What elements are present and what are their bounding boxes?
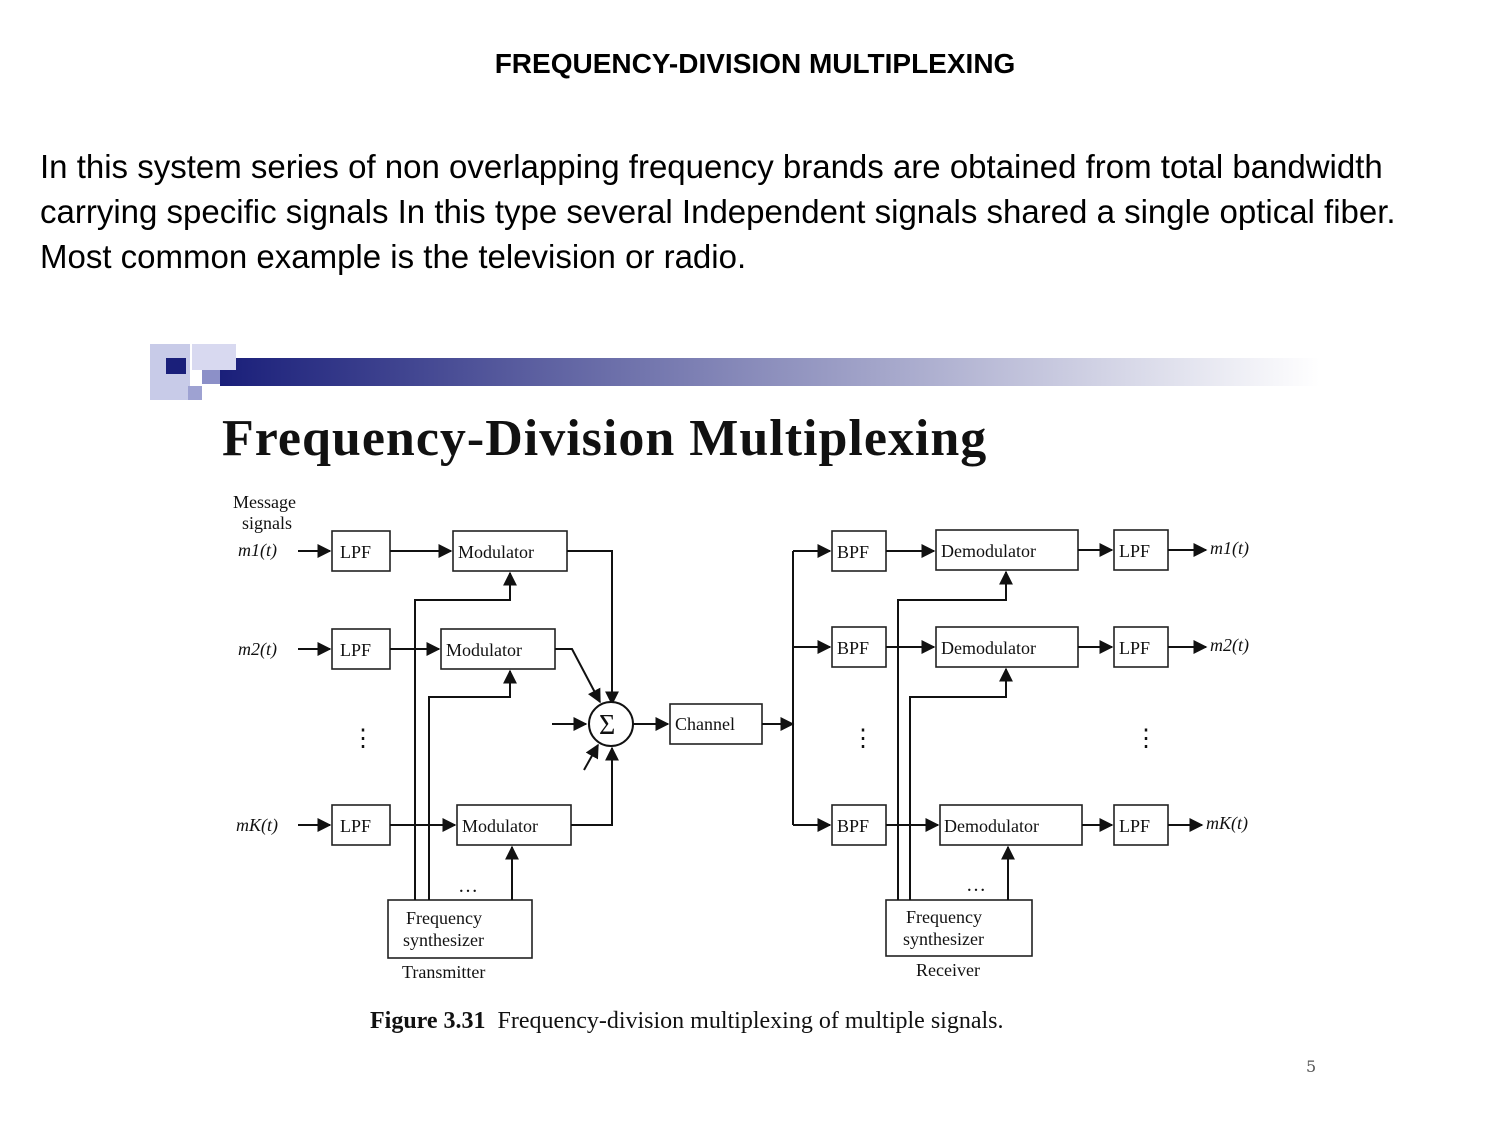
rx-lpf-k: LPF — [1113, 804, 1169, 846]
modulator-k-label: Modulator — [462, 816, 538, 836]
tx-synth-line2: synthesizer — [403, 930, 484, 950]
modulator-k: Modulator — [456, 804, 572, 846]
rx-lpf-2-label: LPF — [1119, 638, 1150, 658]
tx-vdots: ⋮ — [351, 726, 375, 752]
tx-lpf-1: LPF — [331, 530, 391, 572]
input-label-2: m2(t) — [238, 639, 277, 660]
summer: Σ — [588, 701, 634, 747]
tx-lpf-2: LPF — [331, 628, 391, 670]
rx-vdots-right: ⋮ — [1134, 726, 1158, 752]
demodulator-2: Demodulator — [935, 626, 1079, 668]
channel-label: Channel — [675, 714, 735, 734]
caption-text: Frequency-division multiplexing of multi… — [498, 1008, 1004, 1034]
transmitter-label: Transmitter — [402, 962, 485, 982]
tx-synth-line1: Frequency — [406, 908, 482, 928]
tx-lpf-1-label: LPF — [340, 542, 371, 562]
caption-number: Figure 3.31 — [370, 1008, 486, 1034]
rx-synth-line2: synthesizer — [903, 929, 984, 949]
body-paragraph: In this system series of non overlapping… — [40, 148, 1396, 275]
output-label-1: m1(t) — [1210, 538, 1249, 559]
rx-synth-line1: Frequency — [906, 907, 982, 927]
rx-lpf-1: LPF — [1113, 529, 1169, 571]
modulator-1: Modulator — [452, 530, 568, 572]
modulator-2-label: Modulator — [446, 640, 522, 660]
demodulator-1: Demodulator — [935, 529, 1079, 571]
input-label-1: m1(t) — [238, 540, 277, 561]
message-signals-label-2: signals — [242, 513, 292, 533]
rx-lpf-1-label: LPF — [1119, 541, 1150, 561]
fdm-figure: Frequency-Division Multiplexing Message … — [150, 344, 1320, 1034]
page-number: 5 — [1306, 1057, 1317, 1076]
rx-frequency-synthesizer: Frequency synthesizer — [885, 899, 1033, 957]
rx-vdots-left: ⋮ — [851, 726, 875, 752]
bpf-k: BPF — [831, 804, 887, 846]
figure-heading: Frequency-Division Multiplexing — [222, 410, 987, 467]
bpf-k-label: BPF — [837, 816, 869, 836]
demodulator-k: Demodulator — [939, 804, 1083, 846]
demodulator-k-label: Demodulator — [944, 816, 1039, 836]
receiver-label: Receiver — [916, 960, 980, 980]
input-label-k: mK(t) — [236, 815, 278, 836]
output-label-2: m2(t) — [1210, 635, 1249, 656]
tx-hdots: … — [458, 875, 478, 897]
banner-decoration — [150, 344, 1320, 400]
demodulator-2-label: Demodulator — [941, 638, 1036, 658]
bpf-2: BPF — [831, 626, 887, 668]
slide-title: FREQUENCY-DIVISION MULTIPLEXING — [494, 48, 1016, 79]
sum-symbol: Σ — [599, 710, 615, 741]
rx-lpf-k-label: LPF — [1119, 816, 1150, 836]
output-label-k: mK(t) — [1206, 813, 1248, 834]
tx-lpf-2-label: LPF — [340, 640, 371, 660]
tx-frequency-synthesizer: Frequency synthesizer — [387, 899, 533, 959]
channel: Channel — [669, 703, 763, 745]
demodulator-1-label: Demodulator — [941, 541, 1036, 561]
modulator-2: Modulator — [440, 628, 556, 670]
message-signals-label: Message — [233, 492, 296, 512]
bpf-1: BPF — [831, 530, 887, 572]
rx-lpf-2: LPF — [1113, 626, 1169, 668]
tx-lpf-k: LPF — [331, 804, 391, 846]
bpf-2-label: BPF — [837, 638, 869, 658]
tx-lpf-k-label: LPF — [340, 816, 371, 836]
rx-hdots: … — [966, 874, 986, 896]
figure-caption: Figure 3.31 Frequency-division multiplex… — [370, 1008, 1004, 1034]
bpf-1-label: BPF — [837, 542, 869, 562]
modulator-1-label: Modulator — [458, 542, 534, 562]
